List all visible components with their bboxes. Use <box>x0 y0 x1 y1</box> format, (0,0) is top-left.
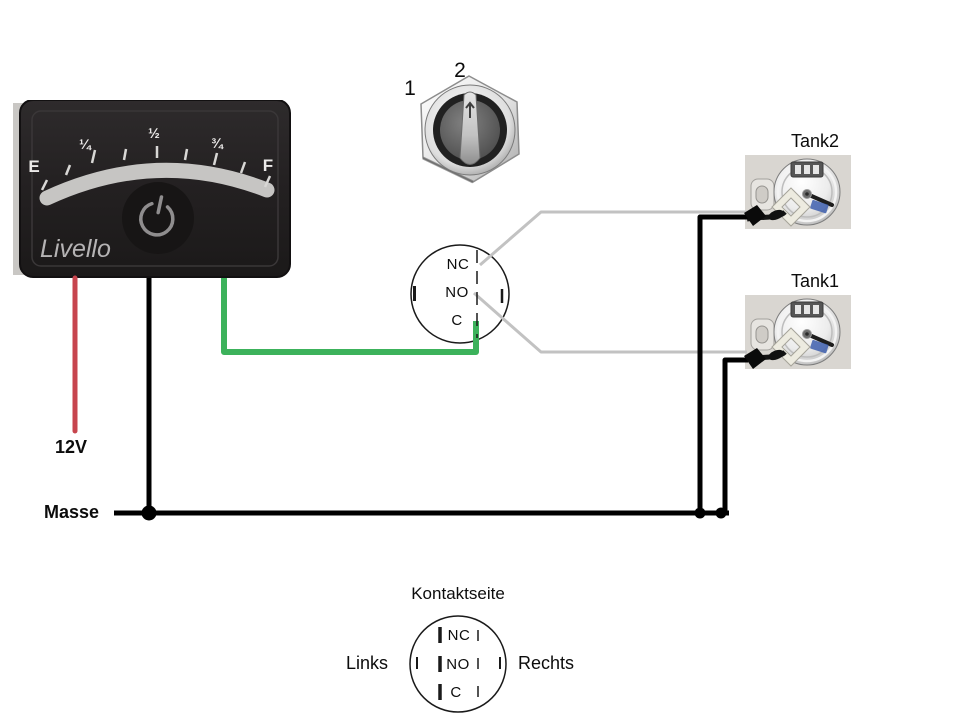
wire-signal-green <box>221 278 479 355</box>
supply-12v-label: 12V <box>54 437 88 457</box>
gauge-scale-half: ½ <box>148 125 160 141</box>
switch-position-1-label: 1 <box>404 77 416 100</box>
wire-tank1-ground <box>722 357 748 513</box>
gauge-scale-empty: E <box>28 157 39 176</box>
tank1-label: Tank1 <box>790 271 840 291</box>
gauge-power-button <box>122 182 194 254</box>
junction-dot <box>141 505 157 521</box>
gauge-scale-arc <box>39 162 275 206</box>
arrow-up-icon <box>465 101 475 118</box>
wire-tank2-signal <box>479 210 754 267</box>
ground-masse-label: Masse <box>44 502 100 522</box>
legend-pin-c: C <box>450 684 462 701</box>
pinout-pin-c: C <box>451 312 463 329</box>
wire-tank2-ground <box>697 214 748 513</box>
tank2-connector-blob <box>744 205 766 226</box>
power-icon <box>139 195 175 237</box>
legend-left-label: Links <box>345 653 388 673</box>
wire-tank1-signal <box>473 291 747 354</box>
legend-right-label: Rechts <box>518 653 575 673</box>
gauge-tick-marks <box>40 146 272 191</box>
legend-pinout-circle <box>409 615 507 713</box>
legend-pin-marks <box>416 627 501 700</box>
gauge-scale-threequarter: ¾ <box>211 135 224 151</box>
switch-lever <box>459 91 481 165</box>
legend-pin-no: NO <box>446 656 470 673</box>
pinout-pin-no: NO <box>445 284 469 301</box>
gauge-face-edge <box>31 110 279 267</box>
switch-position-2-label: 2 <box>454 59 466 82</box>
switch-shadow-edge <box>422 156 474 184</box>
tank2-label: Tank2 <box>790 131 840 151</box>
switch-pinout-circle <box>410 244 510 344</box>
fuel-gauge-photo: E ¼ ½ ¾ F Livello <box>13 99 291 278</box>
junction-dot <box>715 507 727 519</box>
gauge-brand: Livello <box>40 235 111 263</box>
pinout-pin-nc: NC <box>446 256 470 273</box>
selector-switch-photo <box>417 74 525 184</box>
gauge-scale-quarter: ¼ <box>79 136 92 152</box>
tank1-connector-blob <box>744 348 766 369</box>
legend-title: Kontaktseite <box>411 584 505 603</box>
legend-pin-nc: NC <box>447 627 471 644</box>
gauge-scale-full: F <box>263 156 273 175</box>
junction-dot <box>694 507 706 519</box>
